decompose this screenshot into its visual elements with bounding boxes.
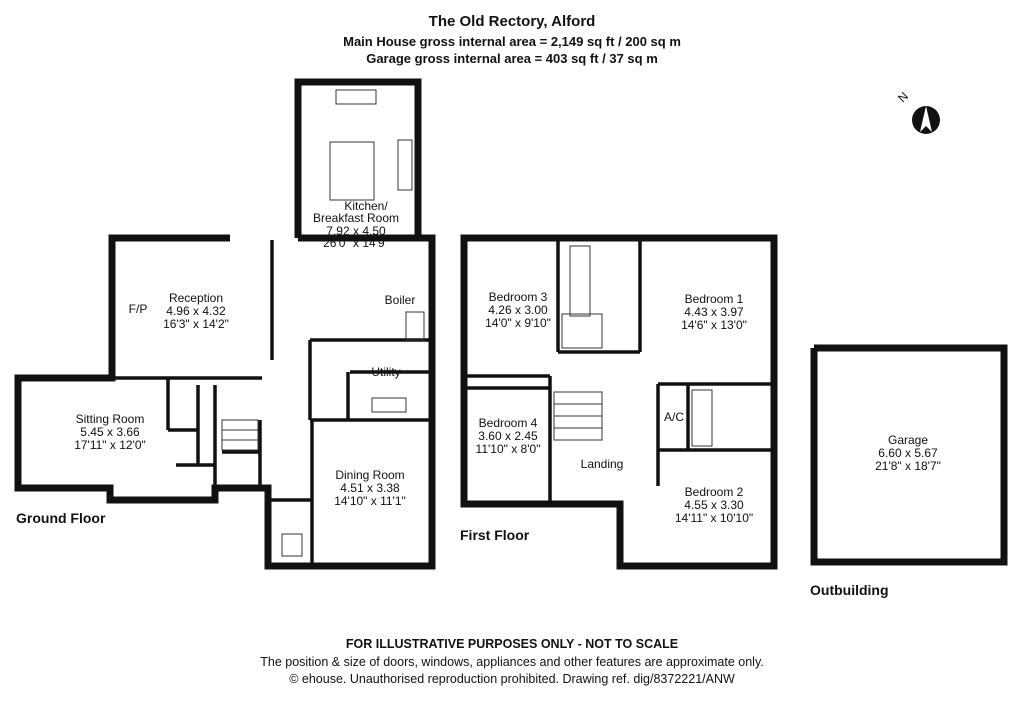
copyright-text: © ehouse. Unauthorised reproduction proh… xyxy=(289,672,735,686)
plan-title: The Old Rectory, Alford xyxy=(428,13,596,30)
ac-label: A/C xyxy=(664,410,684,424)
outbuilding-label: Outbuilding xyxy=(810,582,889,598)
first-floor-label: First Floor xyxy=(460,527,530,543)
disclaimer-heading: FOR ILLUSTRATIVE PURPOSES ONLY - NOT TO … xyxy=(345,637,679,651)
bedroom2-name: Bedroom 2 xyxy=(685,485,744,499)
bedroom3-metric: 4.26 x 3.00 xyxy=(488,303,548,317)
fireplace-label: F/P xyxy=(129,302,148,316)
utility-label: Utility xyxy=(371,365,400,379)
bedroom1-name: Bedroom 1 xyxy=(685,292,744,306)
first-floor-wall xyxy=(460,234,778,570)
reception-metric: 4.96 x 4.32 xyxy=(166,304,226,318)
bedroom2-metric: 4.55 x 3.30 xyxy=(684,498,744,512)
landing-label: Landing xyxy=(581,457,624,471)
bedroom4-metric: 3.60 x 2.45 xyxy=(478,429,538,443)
garage-metric: 6.60 x 5.67 xyxy=(878,446,938,460)
kitchen-wall xyxy=(294,78,422,238)
main-house-area: Main House gross internal area = 2,149 s… xyxy=(343,34,681,49)
north-compass-icon xyxy=(912,106,940,134)
garage-area: Garage gross internal area = 403 sq ft /… xyxy=(366,51,658,66)
sitting-metric: 5.45 x 3.66 xyxy=(80,425,140,439)
bedroom1-metric: 4.43 x 3.97 xyxy=(684,305,744,319)
dining-metric: 4.51 x 3.38 xyxy=(340,481,400,495)
sitting-imperial: 17'11" x 12'0" xyxy=(74,438,146,452)
kitchen-name-line2: Breakfast Room xyxy=(313,211,399,225)
garage-wall xyxy=(810,344,1008,566)
bedroom1-imperial: 14'6" x 13'0" xyxy=(681,318,747,332)
bedroom4-imperial: 11'10" x 8'0" xyxy=(476,442,541,456)
bedroom2-imperial: 14'11" x 10'10" xyxy=(675,511,753,525)
boiler-label: Boiler xyxy=(385,293,416,307)
north-label: N xyxy=(895,89,911,105)
kitchen-name-line1: Kitchen/ xyxy=(344,199,388,213)
bedroom4-name: Bedroom 4 xyxy=(479,416,538,430)
bedroom3-imperial: 14'0" x 9'10" xyxy=(485,316,551,330)
reception-name: Reception xyxy=(169,291,223,305)
kitchen-imperial: 26'0" x 14'9" xyxy=(323,236,389,250)
dining-name: Dining Room xyxy=(335,468,404,482)
kitchen-metric: 7.92 x 4.50 xyxy=(326,224,386,238)
ground-floor-label: Ground Floor xyxy=(16,510,106,526)
garage-name: Garage xyxy=(888,433,928,447)
reception-imperial: 16'3" x 14'2" xyxy=(163,317,229,331)
dining-imperial: 14'10" x 11'1" xyxy=(334,494,406,508)
disclaimer-text: The position & size of doors, windows, a… xyxy=(260,655,764,669)
ground-main-wall xyxy=(14,234,436,570)
bedroom3-name: Bedroom 3 xyxy=(489,290,548,304)
sitting-name: Sitting Room xyxy=(76,412,145,426)
garage-imperial: 21'8" x 18'7" xyxy=(875,459,941,473)
